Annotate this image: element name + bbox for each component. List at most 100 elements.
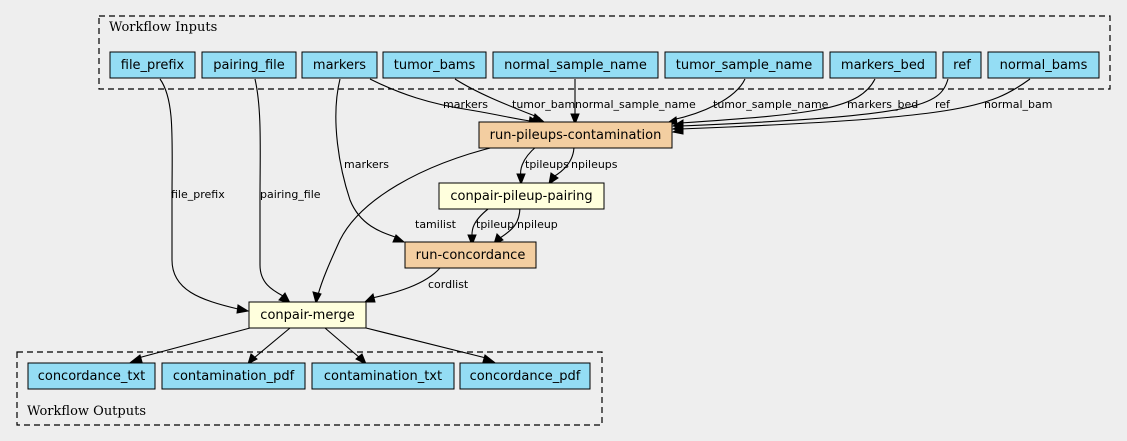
edge-tumor-sample-name-pileups — [671, 78, 746, 121]
edge-label-tumor-bam: tumor_bam — [512, 98, 575, 111]
edge-label-ref: ref — [935, 98, 951, 111]
edge-label-tamilist: tamilist — [415, 218, 457, 231]
input-node-ref[interactable]: ref — [942, 51, 982, 79]
workflow-outputs-label: Workflow Outputs — [27, 404, 146, 419]
arrowhead-pileups-pairing-normal — [548, 172, 559, 186]
workflow-outputs-frame — [16, 351, 603, 426]
arrowhead-pairing-concordance-tumor — [467, 234, 477, 247]
edge-label-markers-bed: markers_bed — [847, 98, 918, 111]
edge-tumor-bams-pileups — [454, 78, 541, 119]
edge-merge-contamination-pdf — [253, 327, 291, 359]
node-label: tumor_bams — [394, 58, 476, 73]
edge-markers-concordance — [335, 78, 399, 239]
output-nodes: concordance_txt contamination_pdf contam… — [27, 362, 591, 390]
step-node-conpair-pileup-pairing[interactable]: conpair-pileup-pairing — [438, 182, 605, 210]
edge-merge-concordance-txt — [137, 327, 251, 359]
arrowhead-markers-concordance — [392, 234, 406, 243]
node-label: run-pileups-contamination — [490, 128, 662, 143]
step-nodes: run-pileups-contamination conpair-pileup… — [248, 121, 673, 329]
input-node-pairing-file[interactable]: pairing_file — [201, 51, 297, 79]
edge-label-normal-sample-name: normal_sample_name — [575, 98, 696, 111]
arrowhead-normal-bams-pileups — [671, 125, 684, 135]
node-label: file_prefix — [121, 58, 185, 73]
edge-label-normal-bam: normal_bam — [984, 98, 1052, 111]
node-box — [301, 51, 378, 79]
arrowheads — [129, 113, 684, 366]
step-node-conpair-merge[interactable]: conpair-merge — [248, 301, 367, 329]
input-node-normal-bams[interactable]: normal_bams — [987, 51, 1100, 79]
workflow-inputs-cluster: Workflow Inputs — [98, 15, 1111, 90]
arrowhead-pileups-pairing-tumor — [516, 173, 526, 186]
edge-label-cordlist: cordlist — [428, 278, 469, 291]
edge-label-tumor-sample-name: tumor_sample_name — [713, 98, 829, 111]
edge-pairing-file-merge — [254, 78, 284, 297]
output-node-concordance-txt[interactable]: concordance_txt — [27, 362, 156, 390]
workflow-outputs-cluster: Workflow Outputs — [16, 351, 603, 426]
node-label: concordance_txt — [38, 369, 146, 384]
edge-label-markers: markers — [443, 98, 488, 111]
arrowhead-merge-contamination-txt — [355, 353, 367, 366]
workflow-inputs-label: Workflow Inputs — [109, 20, 217, 35]
input-node-tumor-sample-name[interactable]: tumor_sample_name — [664, 51, 824, 79]
node-box — [829, 51, 937, 79]
node-label: concordance_pdf — [470, 369, 581, 384]
input-node-file-prefix[interactable]: file_prefix — [109, 51, 196, 79]
node-box — [987, 51, 1100, 79]
edge-label-pairing-file: pairing_file — [260, 188, 321, 201]
edge-labels: markers tumor_bam normal_sample_name tum… — [171, 98, 1052, 291]
node-box — [404, 241, 537, 269]
arrowhead-normal-sample-name-pileups — [570, 113, 580, 126]
node-label: conpair-merge — [260, 308, 354, 323]
edge-ref-pileups — [679, 78, 949, 127]
input-node-markers-bed[interactable]: markers_bed — [829, 51, 937, 79]
edge-file-prefix-merge — [159, 78, 239, 310]
node-label: markers_bed — [841, 58, 925, 73]
edge-pairing-concordance-normal — [499, 205, 521, 239]
node-box — [109, 51, 196, 79]
edge-pileups-merge — [317, 145, 499, 296]
node-box — [161, 362, 306, 390]
arrowhead-concordance-merge — [363, 293, 376, 303]
node-box — [438, 182, 605, 210]
node-label: contamination_txt — [324, 369, 442, 384]
step-node-run-pileups-contamination[interactable]: run-pileups-contamination — [478, 121, 673, 149]
node-label: normal_bams — [1000, 58, 1088, 73]
edge-label-npileup: npileup — [517, 218, 558, 231]
input-nodes: file_prefix pairing_file markers tumor_b… — [109, 51, 1100, 79]
output-node-concordance-pdf[interactable]: concordance_pdf — [459, 362, 591, 390]
input-node-markers[interactable]: markers — [301, 51, 378, 79]
node-box — [201, 51, 297, 79]
node-box — [311, 362, 455, 390]
node-box — [248, 301, 367, 329]
node-label: conpair-pileup-pairing — [450, 189, 592, 204]
arrowhead-file-prefix-merge — [236, 304, 250, 314]
edge-label-file-prefix: file_prefix — [171, 188, 225, 201]
input-node-normal-sample-name[interactable]: normal_sample_name — [492, 51, 659, 79]
node-label: tumor_sample_name — [676, 58, 812, 73]
edge-merge-contamination-txt — [324, 327, 361, 359]
edge-label-markers-concordance: markers — [344, 158, 389, 171]
node-box — [492, 51, 659, 79]
step-node-run-concordance[interactable]: run-concordance — [404, 241, 537, 269]
input-node-tumor-bams[interactable]: tumor_bams — [382, 51, 487, 79]
node-label: normal_sample_name — [504, 58, 647, 73]
node-box — [478, 121, 673, 149]
edge-label-tpileups: tpileups — [525, 158, 569, 171]
node-box — [27, 362, 156, 390]
arrowhead-merge-concordance-txt — [129, 354, 143, 363]
node-label: contamination_pdf — [173, 369, 295, 384]
node-label: ref — [953, 58, 971, 73]
edge-markers-bed-pileups — [679, 78, 876, 124]
node-label: markers — [313, 58, 366, 73]
node-box — [459, 362, 591, 390]
edge-normal-bams-pileups — [679, 78, 1031, 130]
edge-label-tpileup: tpileup — [476, 218, 514, 231]
output-node-contamination-pdf[interactable]: contamination_pdf — [161, 362, 306, 390]
workflow-inputs-frame — [98, 15, 1111, 90]
node-box — [942, 51, 982, 79]
edge-concordance-merge — [371, 267, 441, 299]
output-node-contamination-txt[interactable]: contamination_txt — [311, 362, 455, 390]
arrowhead-pileups-merge — [312, 291, 322, 305]
